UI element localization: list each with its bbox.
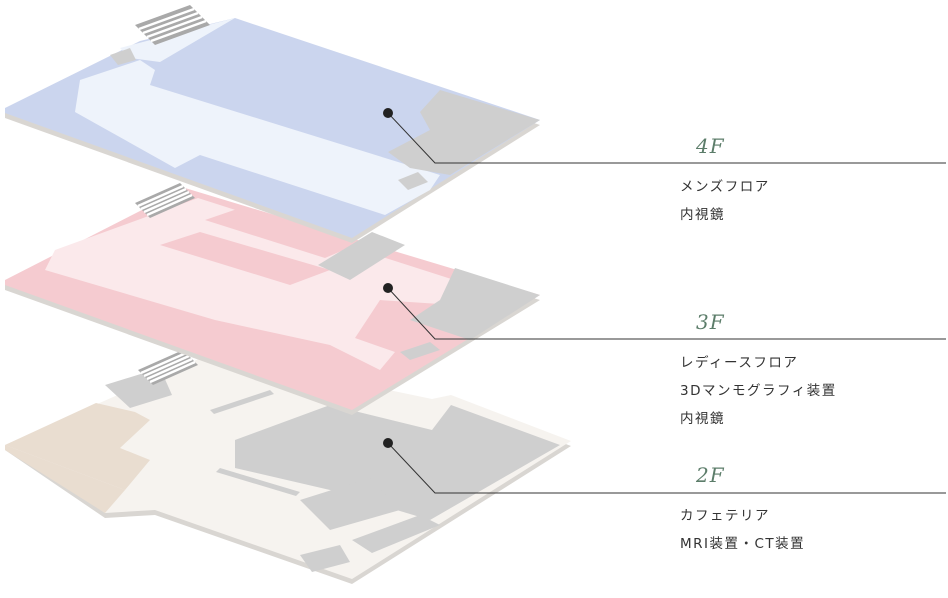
- floor-4f-service-tiny: [110, 48, 136, 65]
- floor-items-2f: カフェテリア MRI装置・CT装置: [680, 502, 940, 558]
- floor-item: レディースフロア: [680, 355, 799, 371]
- floor-2f-service-room-b: [300, 478, 400, 530]
- floor-3f-service-area: [318, 232, 405, 280]
- leader-line-2f: [387, 442, 946, 494]
- leader-line-4f: [387, 112, 946, 164]
- floor-4f-plan: [5, 5, 540, 243]
- floor-2f-corridor-strip-a: [210, 390, 274, 414]
- floor-item: カフェテリア: [680, 508, 770, 524]
- floor-name-3f: 3F: [696, 310, 725, 334]
- floor-3f-room-a: [160, 232, 330, 285]
- floor-2f-service-room-d: [300, 545, 350, 572]
- marker-3f: [383, 283, 393, 293]
- floor-item: MRI装置・CT装置: [680, 536, 806, 552]
- marker-4f: [383, 108, 393, 118]
- floor-item: 内視鏡: [680, 207, 725, 223]
- floor-4f-service-small: [398, 172, 428, 190]
- floor-2f-plan: [5, 350, 571, 584]
- floor-item: メンズフロア: [680, 179, 770, 195]
- floor-name-2f: 2F: [696, 463, 725, 487]
- floor-2f-cafeteria-lower: [5, 445, 125, 513]
- floor-2f-corridor-strip-b: [216, 468, 300, 496]
- floor-label-4f: 4F メンズフロア 内視鏡: [680, 133, 940, 229]
- floor-3f-plan: [5, 183, 540, 415]
- marker-2f: [383, 438, 393, 448]
- floor-4f-stairs-icon: [135, 5, 210, 45]
- floor-4f-corridor-upper: [120, 18, 235, 62]
- floor-items-3f: レディースフロア 3Dマンモグラフィ装置 内視鏡: [680, 349, 940, 433]
- floor-label-2f: 2F カフェテリア MRI装置・CT装置: [680, 462, 940, 558]
- floor-4f-corridor: [75, 60, 440, 215]
- floor-2f-imaging-area: [235, 405, 560, 520]
- floor-3f-corridor: [45, 198, 470, 370]
- floor-name-4f: 4F: [696, 134, 725, 158]
- floor-item: 3Dマンモグラフィ装置: [680, 383, 837, 399]
- floor-item: 内視鏡: [680, 411, 725, 427]
- floor-3f-service-small: [400, 342, 440, 360]
- floor-2f-stairs-icon: [138, 350, 198, 385]
- floor-3f-room-b: [205, 208, 360, 258]
- floor-2f-cafeteria-area: [5, 403, 150, 490]
- leader-lines: [387, 112, 946, 494]
- floor-label-3f: 3F レディースフロア 3Dマンモグラフィ装置 内視鏡: [680, 309, 940, 433]
- leader-line-3f: [387, 287, 946, 340]
- floor-items-4f: メンズフロア 内視鏡: [680, 173, 940, 229]
- floor-2f-service-room-c: [352, 515, 440, 553]
- floor-3f-stairs-icon: [135, 183, 195, 218]
- floor-3f-service-area-right: [410, 268, 540, 340]
